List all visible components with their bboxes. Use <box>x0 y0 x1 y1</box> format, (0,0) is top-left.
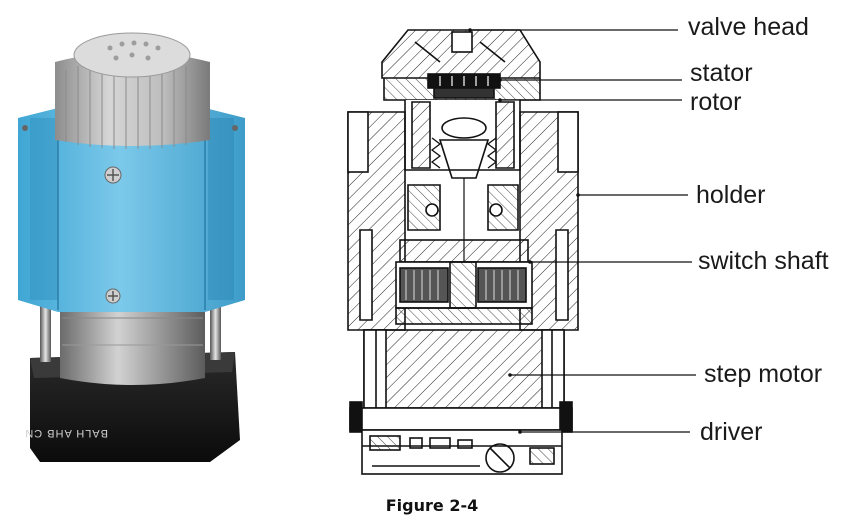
label-holder: holder <box>696 181 766 209</box>
label-stator: stator <box>690 59 753 87</box>
stator-rotor-part <box>427 73 501 99</box>
label-valve-head: valve head <box>688 13 809 41</box>
step-motor-part <box>363 329 565 409</box>
blue-holder <box>18 108 245 312</box>
switch-shaft-part <box>395 239 533 325</box>
valve-cap <box>55 52 210 146</box>
support-rod <box>40 300 51 362</box>
label-rotor: rotor <box>690 88 742 116</box>
holder-part <box>347 111 579 331</box>
product-marking: BALH AHB CN <box>24 427 108 439</box>
label-switch-shaft: switch shaft <box>698 247 829 275</box>
label-driver: driver <box>700 418 763 446</box>
screw-icon <box>105 288 121 304</box>
support-rod <box>210 300 221 360</box>
driver-part <box>349 401 573 475</box>
screw-icon <box>104 166 122 184</box>
motor-can <box>60 300 205 385</box>
figure-caption: Figure 2-4 <box>385 496 479 515</box>
valve-photo: BALH AHB CN <box>18 32 245 462</box>
leader-lines <box>470 29 696 433</box>
label-step-motor: step motor <box>704 360 823 388</box>
cross-section-diagram <box>347 28 696 475</box>
